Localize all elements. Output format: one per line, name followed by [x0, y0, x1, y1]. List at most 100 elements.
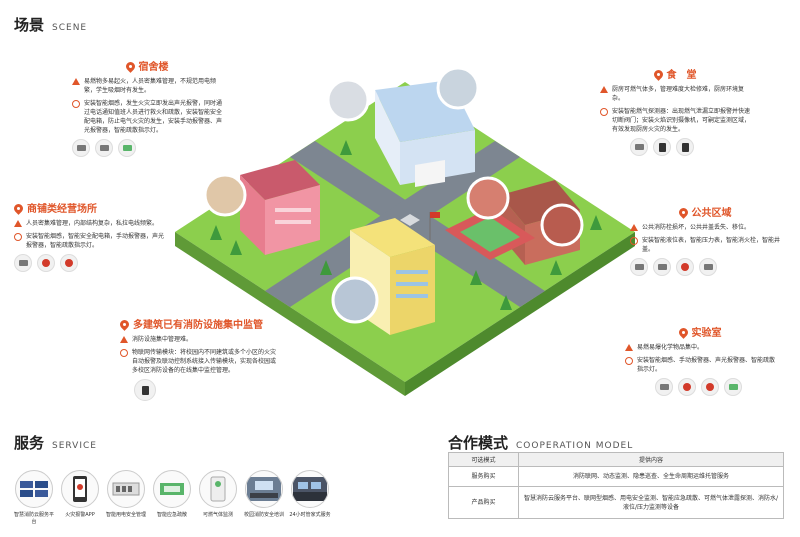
callout-shop-solution-text: 安装智能烟感，智能安全配电箱，手动报警器，声光报警器，智能疏散指示灯。 — [26, 233, 165, 249]
callout-multi-risk-text: 消防设施集中管理难。 — [132, 336, 193, 343]
road-marking — [400, 214, 420, 226]
callout-public-risk-text: 公共消防栓损坏，公共井盖丢失、移位。 — [642, 224, 751, 231]
base-side-right — [405, 232, 635, 396]
location-pin-icon — [679, 208, 688, 219]
service-label: 火灾报警APP — [65, 512, 95, 518]
manhole-sensor-icon — [699, 258, 717, 276]
callout-shop-risk-text: 人员密集难管理，内部结构复杂，私拉电线频繁。 — [26, 220, 159, 227]
manual-alarm-icon — [37, 254, 55, 272]
scene-header: 场景 SCENE — [14, 14, 87, 35]
service-title: 服务 — [14, 434, 45, 452]
callout-dorm-risk: 易燃物多易起火，人员密集难管理，不规范用电频繁，学生吸烟时有发生。 — [72, 77, 222, 95]
service-desk-icon — [291, 470, 329, 508]
callout-dorm-risk-text: 易燃物多易起火，人员密集难管理，不规范用电频繁，学生吸烟时有发生。 — [84, 78, 217, 94]
callout-lab-devices — [625, 378, 775, 396]
shield-icon — [72, 100, 80, 108]
callout-shop-risk: 人员密集难管理，内部结构复杂，私拉电线频繁。 — [14, 219, 169, 228]
scene-title: 场景 — [14, 16, 45, 34]
callout-public: 公共区域 公共消防栓损坏，公共井盖丢失、移位。 安装智能液位表，智能压力表，智能… — [630, 208, 780, 276]
callout-canteen: 食 堂 厨房可燃气体多，管理难度大检修难，厨房环境复杂。 安装智能燃气探测器：出… — [600, 70, 750, 156]
callout-lab-risk: 易燃易爆化学物品集中。 — [625, 343, 775, 352]
callout-canteen-devices — [600, 138, 750, 156]
callout-canteen-solution: 安装智能燃气探测器：出现燃气泄漏立即报警并快速切断阀门；安装火焰识别摄像机，可嗣… — [600, 107, 750, 134]
transmission-module-icon — [134, 379, 156, 401]
callout-dorm-devices — [72, 139, 222, 157]
callout-public-solution-text: 安装智能液位表，智能压力表，智能消火栓，智能井盖。 — [642, 237, 781, 253]
shield-icon — [600, 108, 608, 116]
table-cell-mode: 产品购买 — [448, 486, 519, 519]
siren-icon — [701, 378, 719, 396]
service-item[interactable]: 可燃气体监测 — [198, 470, 238, 526]
callout-multi-head: 多建筑已有消防设施集中监管 — [120, 320, 280, 331]
smoke-detector-icon — [655, 378, 673, 396]
service-label: 校园消防安全培训 — [243, 512, 284, 518]
power-box-icon — [107, 470, 145, 508]
location-pin-icon — [679, 328, 688, 339]
callout-public-devices — [630, 258, 780, 276]
level-gauge-icon — [630, 258, 648, 276]
warning-icon — [72, 78, 80, 85]
coop-title: 合作模式 — [448, 434, 509, 452]
location-pin-icon — [120, 320, 129, 331]
campus-illustration — [175, 66, 635, 396]
service-label: 24小时管家式服务 — [289, 512, 331, 518]
callout-public-solution: 安装智能液位表，智能压力表，智能消火栓，智能井盖。 — [630, 236, 780, 254]
column-header-mode: 可选模式 — [448, 452, 519, 467]
service-item[interactable]: 智慧消防云服务平台 — [14, 470, 54, 526]
service-label: 可燃气体监测 — [202, 512, 233, 518]
callout-dorm-solution: 安装智能烟感，发生火灾立即发出声光报警，同时通过电话通知值班人员进行救火和疏散，… — [72, 99, 222, 135]
table-row: 服务购买 消防联网、动态监测、隐患巡查、全生命周期运维托管服务 — [448, 466, 784, 487]
service-subtitle: SERVICE — [52, 441, 97, 451]
callout-multi-devices — [120, 379, 280, 401]
shield-icon — [630, 237, 638, 245]
callout-shop-head: 商铺类经营场所 — [14, 204, 169, 215]
callout-lab: 实验室 易燃易爆化学物品集中。 安装智能烟感、手动报警器、声光报警器、智能疏散指… — [625, 328, 775, 396]
callout-shop: 商铺类经营场所 人员密集难管理，内部结构复杂，私拉电线频繁。 安装智能烟感，智能… — [14, 204, 169, 272]
table-header-row: 可选模式 提供内容 — [448, 452, 784, 467]
service-item[interactable]: 智能用电安全管理 — [106, 470, 146, 526]
shield-icon — [120, 349, 128, 357]
service-label: 智慧消防云服务平台 — [13, 512, 54, 525]
gas-detector-icon — [630, 138, 648, 156]
callout-canteen-title: 食 堂 — [666, 70, 697, 81]
callout-dorm-head: 宿舍楼 — [72, 62, 222, 73]
callout-dorm-title: 宿舍楼 — [138, 62, 169, 73]
location-pin-icon — [126, 62, 135, 73]
location-pin-icon — [654, 70, 663, 81]
warning-icon — [600, 86, 608, 93]
table-cell-content: 消防联网、动态监测、隐患巡查、全生命周期运维托管服务 — [518, 466, 784, 487]
shield-icon — [625, 357, 633, 365]
scene-subtitle: SCENE — [52, 23, 88, 33]
callout-multi-title: 多建筑已有消防设施集中监管 — [133, 320, 263, 331]
service-list: 智慧消防云服务平台 火灾报警APP 智能用电安全管理 智能应急疏散 可燃气体监测… — [14, 470, 331, 526]
photo-bubbles — [203, 66, 584, 324]
shield-icon — [14, 233, 22, 241]
service-item[interactable]: 智能应急疏散 — [152, 470, 192, 526]
phone-app-icon — [61, 470, 99, 508]
service-item[interactable]: 火灾报警APP — [60, 470, 100, 526]
siren-icon — [60, 254, 78, 272]
service-item[interactable]: 24小时管家式服务 — [289, 470, 331, 526]
training-room-icon — [245, 470, 283, 508]
callout-canteen-risk-text: 厨房可燃气体多，管理难度大检修难，厨房环境复杂。 — [612, 86, 745, 102]
gas-valve-icon — [653, 138, 671, 156]
callout-public-head: 公共区域 — [630, 208, 780, 219]
callout-public-title: 公共区域 — [691, 208, 732, 219]
callout-canteen-solution-text: 安装智能燃气探测器：出现燃气泄漏立即报警并快速切断阀门；安装火焰识别摄像机，可嗣… — [612, 108, 751, 133]
pressure-gauge-icon — [653, 258, 671, 276]
service-label: 智能应急疏散 — [156, 512, 187, 518]
coop-table: 可选模式 提供内容 服务购买 消防联网、动态监测、隐患巡查、全生命周期运维托管服… — [448, 452, 784, 519]
callout-lab-title: 实验室 — [691, 328, 722, 339]
exit-sign-icon — [724, 378, 742, 396]
callout-multi-risk: 消防设施集中管理难。 — [120, 335, 280, 344]
service-item[interactable]: 校园消防安全培训 — [244, 470, 284, 526]
callout-shop-devices — [14, 254, 169, 272]
warning-icon — [120, 336, 128, 343]
coop-subtitle: COOPERATION MODEL — [516, 441, 634, 451]
callout-multi: 多建筑已有消防设施集中监管 消防设施集中管理难。 物联网传输模块：将校园内不同建… — [120, 320, 280, 401]
gas-detector-icon — [199, 470, 237, 508]
hydrant-icon — [676, 258, 694, 276]
exit-sign-icon — [153, 470, 191, 508]
road-diagonal-a — [290, 141, 545, 307]
callout-multi-solution-text: 物联网传输模块：将校园内不同建筑或多个小区的火灾自动报警及联动控制系统接入传输模… — [132, 349, 277, 374]
